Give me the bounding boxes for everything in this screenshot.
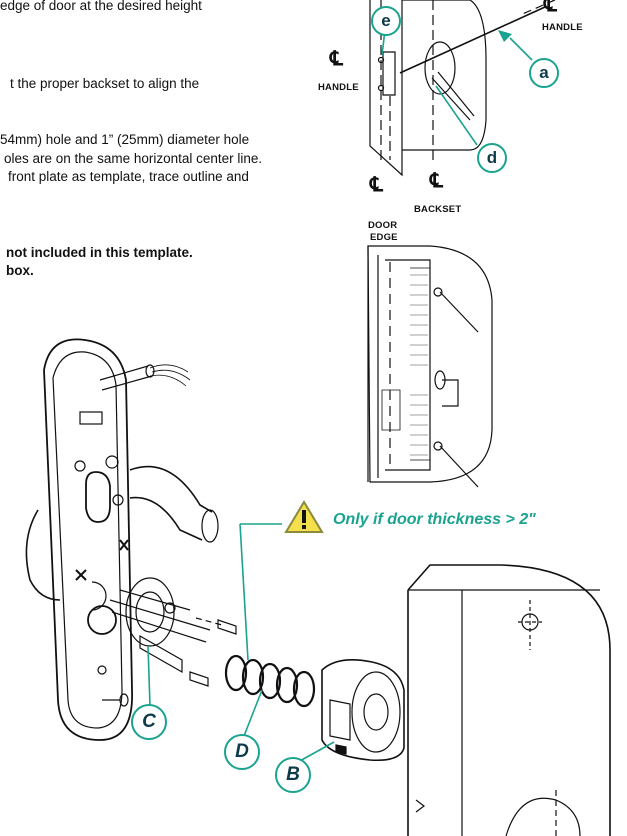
callout-d: d	[477, 143, 507, 173]
centerline-symbol-handle-left: ℄	[330, 46, 343, 70]
callout-e: e	[371, 6, 401, 36]
instruction-line-2: t the proper backset to align the	[10, 76, 200, 91]
lock-front-plate	[43, 338, 133, 741]
instruction-line-5: front plate as template, trace outline a…	[8, 169, 249, 184]
instruction-line-1: edge of door at the desired height	[0, 0, 202, 13]
centerline-symbol-handle-top: ℄	[544, 0, 557, 16]
door-side-view	[367, 245, 493, 488]
spring	[224, 654, 316, 708]
callout-D: D	[224, 734, 260, 770]
warning-triangle-icon	[284, 500, 324, 533]
callout-C: C	[131, 704, 167, 740]
warning-text: Only if door thickness > 2"	[333, 511, 536, 528]
cylinder-housing	[321, 659, 405, 762]
centerline-symbol-backset: ℄	[430, 168, 443, 192]
callout-B: B	[275, 757, 311, 793]
centerline-symbol-door-edge: ℄	[370, 172, 383, 196]
spindle-assembly	[99, 364, 237, 707]
instruction-line-4: oles are on the same horizontal center l…	[4, 151, 263, 166]
door-edge-view	[369, 0, 556, 177]
door-block	[407, 564, 611, 836]
instruction-line-3: 54mm) hole and 1” (25mm) diameter hole	[0, 132, 250, 147]
lever-handle	[25, 465, 219, 601]
instruction-bold-2: box.	[6, 263, 34, 278]
label-door-edge-2: EDGE	[370, 232, 398, 243]
label-door-edge-1: DOOR	[368, 220, 398, 231]
label-handle-top: HANDLE	[542, 22, 583, 33]
label-handle-left: HANDLE	[318, 82, 359, 93]
callout-a: a	[529, 58, 559, 88]
instruction-bold-1: not included in this template.	[6, 245, 193, 260]
label-backset: BACKSET	[414, 204, 462, 215]
